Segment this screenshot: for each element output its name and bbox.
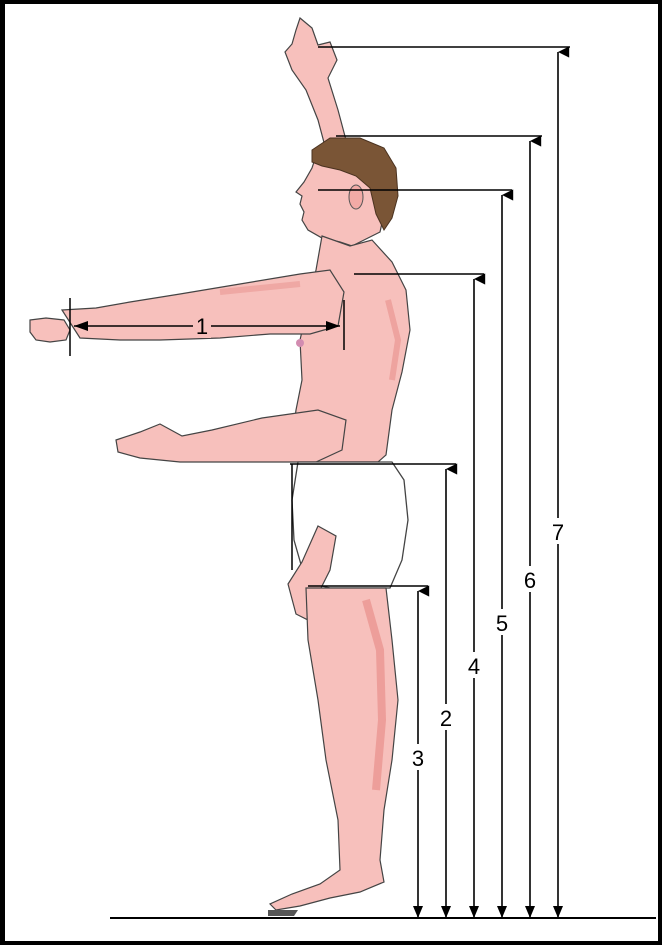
label-2: 2 — [440, 706, 452, 731]
label-5: 5 — [496, 611, 508, 636]
raised-arm — [285, 18, 346, 150]
label-1: 1 — [196, 314, 208, 339]
label-3: 3 — [412, 746, 424, 771]
label-6: 6 — [524, 568, 536, 593]
label-7: 7 — [552, 520, 564, 545]
forward-arm-lower — [116, 410, 346, 462]
label-4: 4 — [468, 654, 480, 679]
ear — [349, 185, 363, 209]
nipple — [296, 339, 304, 347]
human-figure — [30, 18, 410, 916]
forward-hand-upper — [30, 318, 70, 342]
